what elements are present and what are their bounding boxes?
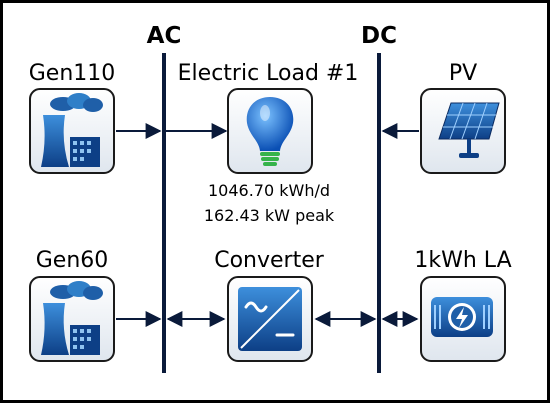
solar-panel-icon	[438, 102, 500, 158]
load-peak-value: 162.43 kW peak	[204, 206, 335, 225]
battery-label: 1kWh LA	[414, 248, 511, 273]
gen110-label: Gen110	[29, 61, 116, 86]
battery-tile[interactable]	[420, 276, 506, 362]
electric-load-label: Electric Load #1	[178, 61, 359, 86]
pv-label: PV	[449, 61, 477, 86]
converter-tile[interactable]	[227, 276, 313, 362]
ac-bus-label: AC	[147, 23, 182, 49]
light-bulb-icon	[246, 97, 294, 166]
pv-tile[interactable]	[420, 88, 506, 174]
system-schematic: AC DC Gen110 Electric Load #1 PV Gen60 C…	[29, 23, 512, 373]
gen60-label: Gen60	[36, 248, 109, 273]
load-energy-value: 1046.70 kWh/d	[208, 181, 330, 200]
power-plant-icon	[41, 93, 103, 167]
dc-bus-label: DC	[361, 23, 397, 49]
gen110-tile[interactable]	[29, 88, 115, 174]
battery-icon	[431, 297, 493, 337]
gen60-tile[interactable]	[29, 276, 115, 362]
converter-label: Converter	[214, 248, 325, 273]
converter-icon	[238, 287, 302, 351]
electric-load-tile[interactable]	[227, 88, 313, 174]
power-plant-icon	[41, 281, 103, 355]
